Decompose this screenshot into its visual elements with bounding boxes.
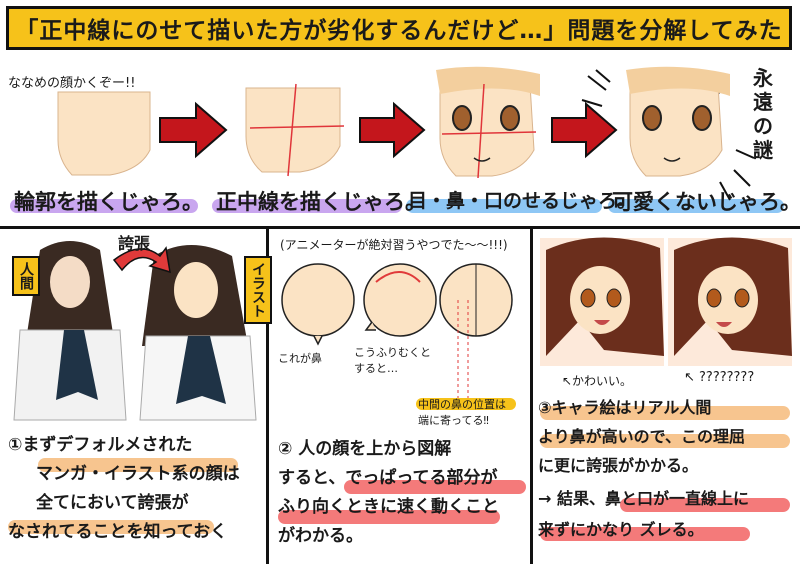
head-circle-1 [281, 263, 355, 337]
p3-question-label: ↖ ???????? [684, 370, 755, 385]
eye-left-3 [452, 105, 472, 131]
p2-line-2: すると、でっぱってる部分が [278, 468, 498, 488]
head-outline-1 [57, 91, 151, 176]
p1-line-3: 全てにおいて誇張が [36, 493, 189, 513]
label-illust: イラスト [244, 256, 272, 324]
p1-line-2: マンガ・イラスト系の顔は [36, 464, 240, 484]
arrow-icon-1 [159, 101, 228, 159]
tie-human [56, 330, 98, 400]
tie-illust [176, 336, 226, 404]
head-circle-2 [363, 263, 437, 337]
p3-highlight-1 [540, 406, 790, 420]
p1-highlight-1 [38, 458, 238, 472]
panel-divider-1 [266, 226, 269, 564]
p2-line-1: ② 人の顔を上から図解 [278, 439, 452, 459]
label-human: 人間 [12, 256, 40, 296]
arrow-icon-3 [551, 101, 618, 159]
center-line-v [287, 83, 297, 177]
eye-right-3 [500, 105, 520, 131]
p2-mid-label-1: 中間の鼻の位置は [418, 398, 506, 411]
title-banner: 「正中線にのせて描いた方が劣化するんだけど…」問題を分解してみた [6, 6, 792, 50]
p1-line-1: ①まずデフォルメされた [8, 435, 193, 455]
exaggerate-label: 誇張 [118, 234, 151, 253]
step-caption-2: 正中線を描くじゃろ。 [216, 190, 426, 214]
p3-line-4: → 結果、鼻と口が一直線上に [538, 489, 749, 508]
head-outline-2 [245, 87, 341, 173]
caption-highlight-3 [406, 199, 602, 213]
face-illust [174, 262, 218, 318]
caption-highlight-2 [212, 199, 402, 213]
p2-mid-highlight [416, 398, 516, 410]
step-caption-1: 輪郭を描くじゃろ。 [14, 190, 203, 214]
mystery-text: 永遠の謎 [753, 66, 773, 162]
center-line-h [249, 125, 345, 129]
p2-turn-label-1: こうふりむくと [354, 346, 431, 359]
p3-line-2: より鼻が高いので、この理屈 [538, 427, 746, 446]
hair-3 [436, 66, 540, 96]
p1-highlight-2 [8, 520, 214, 534]
p3-highlight-3 [620, 498, 790, 512]
p2-note: (アニメーターが絶対習うやつでた〜〜!!!) [280, 238, 508, 252]
p3-highlight-4 [540, 527, 750, 541]
p3-line-1: ③キャラ絵はリアル人間 [538, 398, 712, 417]
panel-divider-2 [530, 226, 533, 564]
p3-cute-label: ↖かわいい。 [562, 374, 633, 388]
eye-left-4 [642, 105, 662, 131]
face-3 [439, 83, 535, 177]
p3-line-3: に更に誇張がかかる。 [538, 456, 699, 475]
p2-line-4: がわかる。 [278, 526, 363, 546]
p3-highlight-2 [540, 434, 790, 448]
face-4 [629, 83, 723, 177]
exaggerate-arrow [112, 246, 171, 274]
p2-mid-label-2: 端に寄ってる‼ [418, 414, 489, 427]
caption-highlight-4 [608, 199, 784, 213]
p2-line-3: ふり向くときに速く動くこと [278, 497, 499, 517]
arrow-icon-2 [359, 101, 426, 159]
step-caption-3: 目・鼻・口のせるじゃろ。 [408, 190, 637, 212]
face-human [50, 256, 90, 308]
step-caption-4: 可愛くないじゃろ。 [612, 190, 800, 214]
p2-turn-label-2: すると… [354, 362, 398, 375]
p2-nose-label: これが鼻 [278, 352, 322, 365]
row-divider [0, 226, 800, 229]
p3-line-5: 来ずにかなり ズレる。 [538, 520, 704, 539]
caption-highlight-1 [10, 199, 198, 213]
p1-line-4: なされてることを知っておく [8, 522, 228, 542]
eye-right-4 [692, 105, 712, 131]
p2-highlight-2 [278, 510, 500, 524]
page-title: 「正中線にのせて描いた方が劣化するんだけど…」問題を分解してみた [15, 18, 783, 44]
p2-highlight-1 [344, 480, 526, 494]
top-note: ななめの顔かくぞー!! [8, 76, 136, 91]
